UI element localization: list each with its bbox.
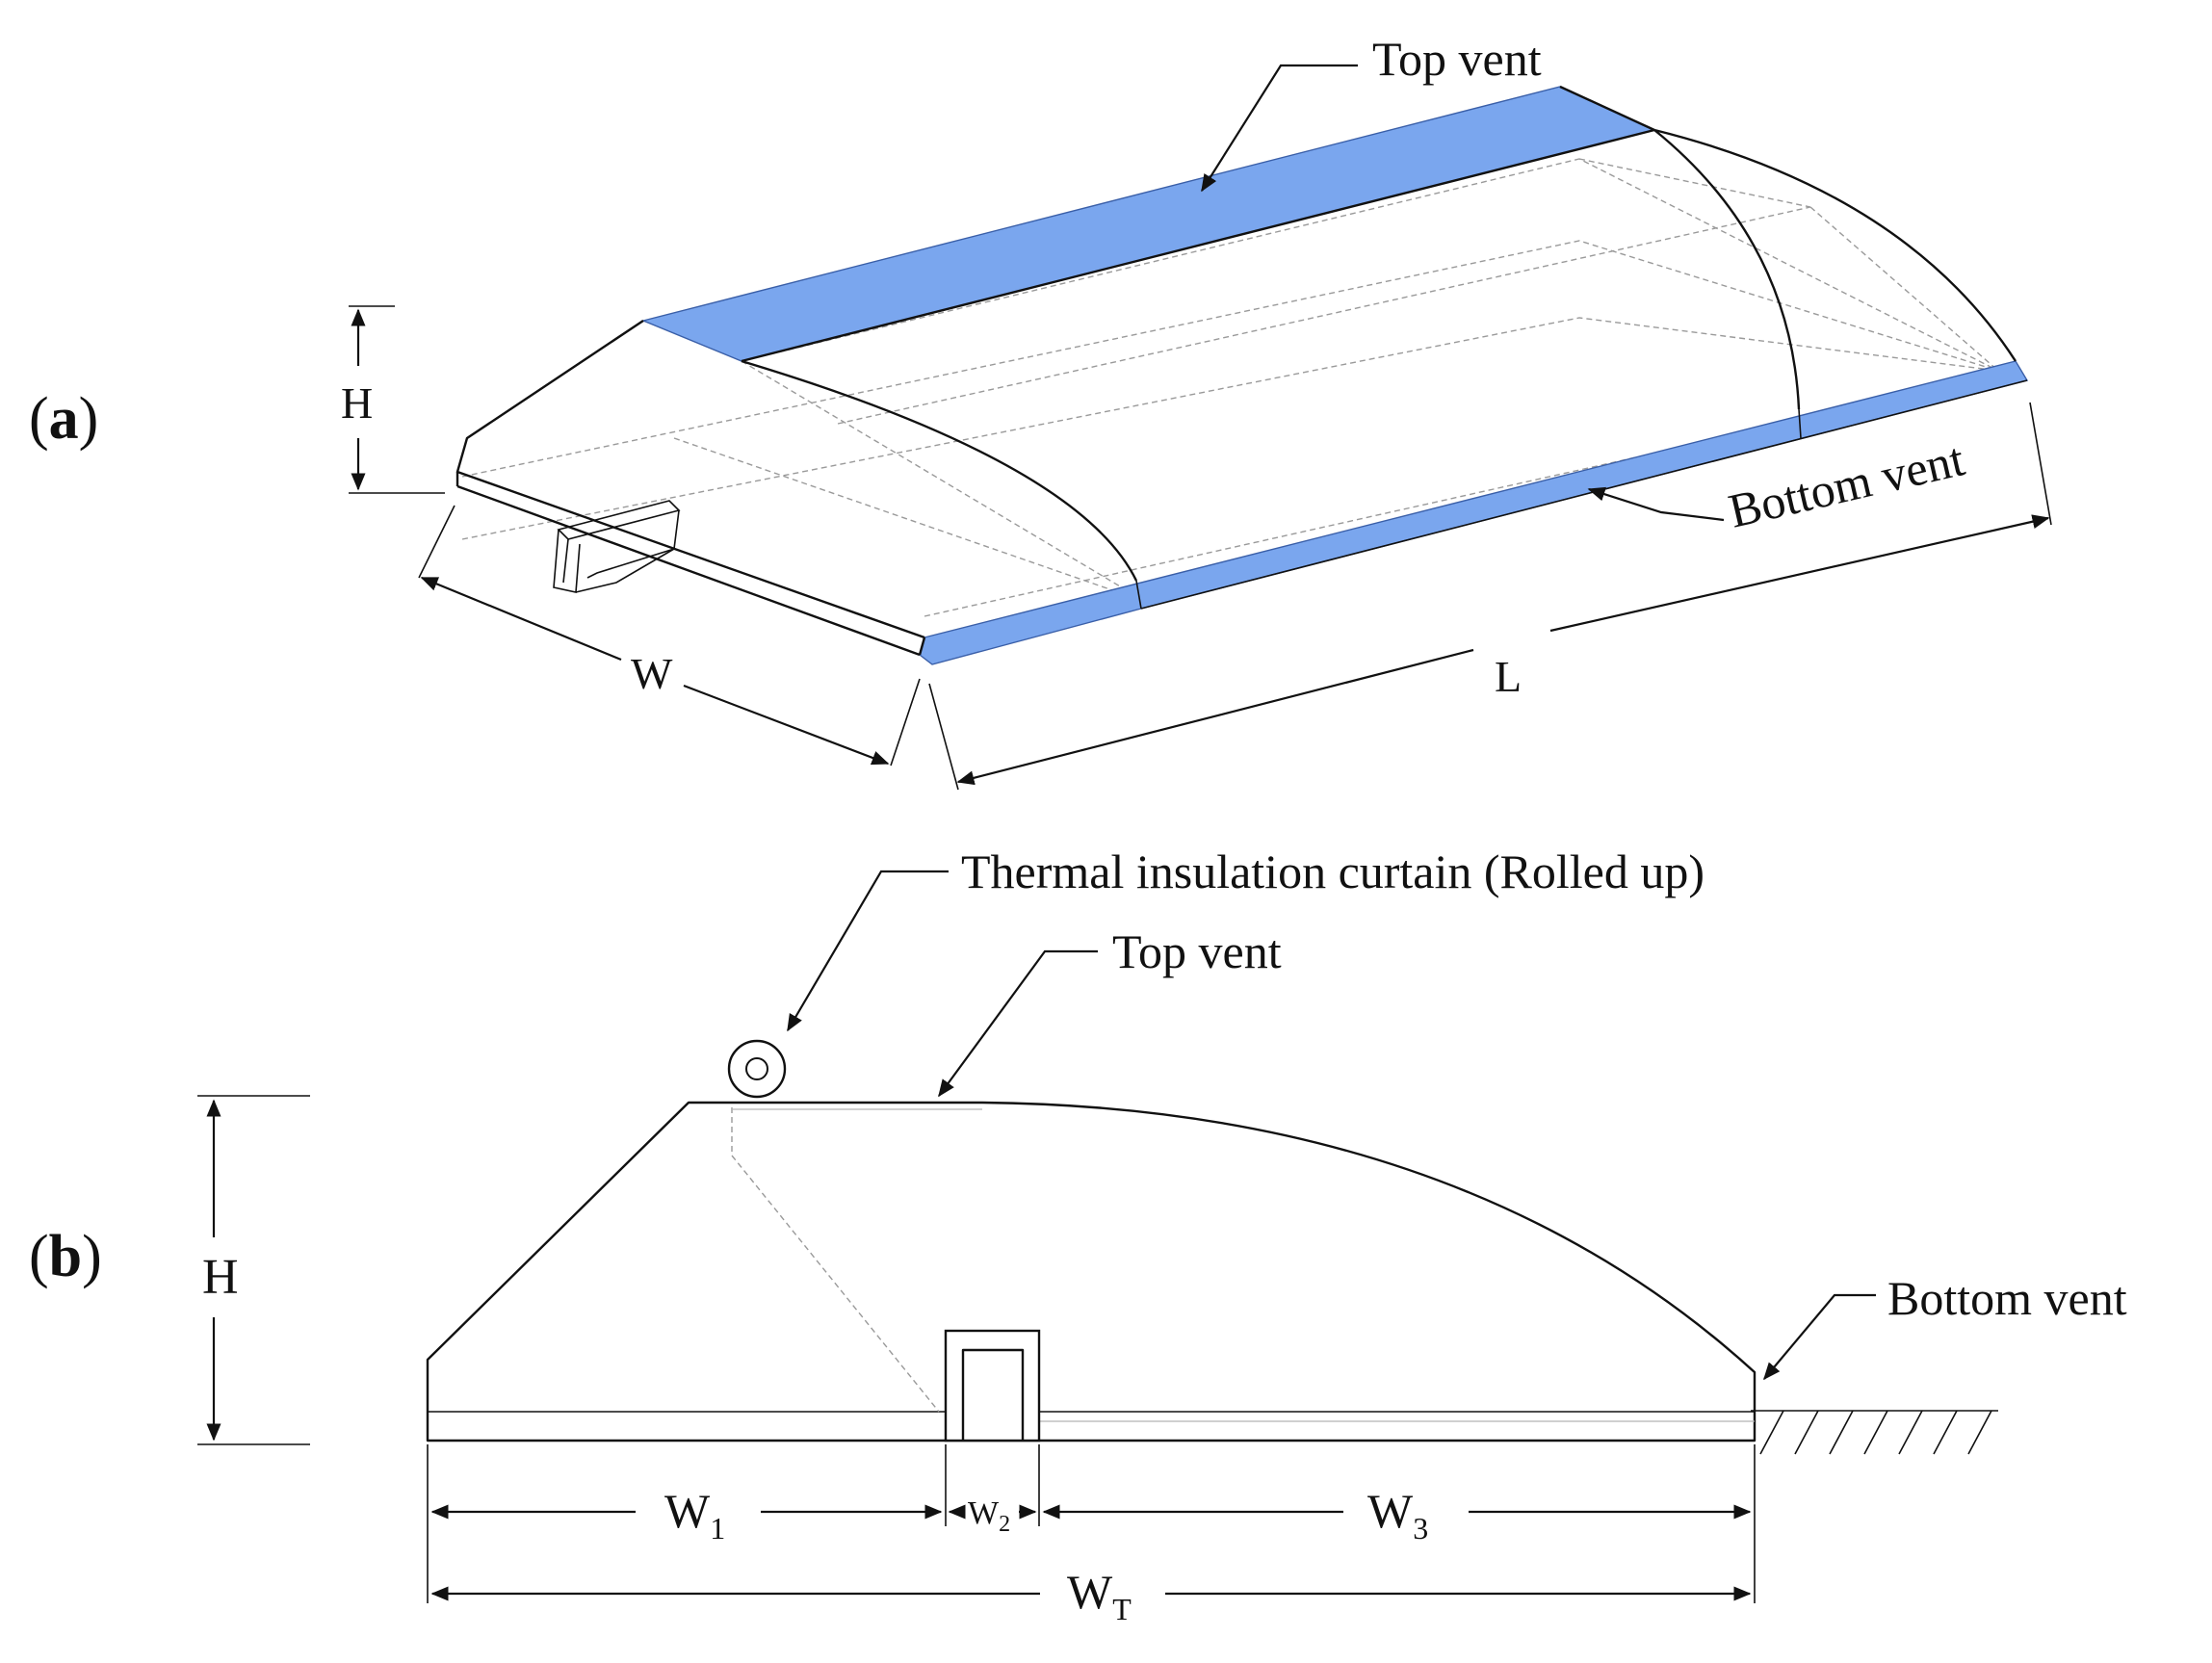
front-arch xyxy=(741,359,1138,582)
panel-b: (b) Thermal insulatio xyxy=(29,844,2127,1626)
interior-hidden-lines xyxy=(461,158,1999,617)
dim-wt: WT xyxy=(430,1565,1752,1626)
svg-text:H: H xyxy=(202,1250,239,1305)
front-gable xyxy=(455,320,925,639)
svg-text:W1: W1 xyxy=(664,1484,725,1546)
dim-width-a: W xyxy=(418,505,921,767)
dim-height-a: H xyxy=(341,305,445,494)
north-wall-hidden xyxy=(731,1107,940,1413)
panel-b-label: (b) xyxy=(29,1224,102,1289)
ground-hatch xyxy=(1751,1410,1998,1455)
top-vent-leader-b xyxy=(938,949,1098,1098)
svg-text:W3: W3 xyxy=(1367,1484,1428,1546)
svg-text:W2: W2 xyxy=(968,1495,1010,1537)
dim-w3: W3 xyxy=(1042,1484,1752,1546)
curtain-label: Thermal insulation curtain (Rolled up) xyxy=(961,844,1705,898)
dim-length-a: L xyxy=(928,402,2052,791)
door-section xyxy=(944,1329,1041,1442)
svg-text:W: W xyxy=(631,649,673,698)
bottom-vent-band xyxy=(919,360,2029,665)
svg-text:WT: WT xyxy=(1067,1565,1132,1626)
dim-w2: W2 xyxy=(948,1495,1037,1537)
back-arch xyxy=(1653,128,2017,362)
svg-text:H: H xyxy=(341,378,373,428)
panel-a-label: (a) xyxy=(29,386,98,452)
svg-text:L: L xyxy=(1495,652,1522,701)
section-profile xyxy=(426,1101,1757,1442)
top-vent-label-a: Top vent xyxy=(1372,32,1542,86)
bottom-vent-label-b: Bottom vent xyxy=(1887,1271,2127,1325)
mid-arch xyxy=(1653,129,1801,410)
curtain-leader xyxy=(787,870,949,1032)
bottom-vent-leader-a xyxy=(1587,486,1725,522)
dim-w1: W1 xyxy=(430,1484,943,1546)
width-extension-lines xyxy=(427,1444,1756,1603)
panel-a: (a) xyxy=(29,32,2052,791)
top-vent-band xyxy=(640,86,1657,362)
door-structure xyxy=(553,500,681,593)
top-vent-label-b: Top vent xyxy=(1112,924,1282,978)
top-vent-leader-a xyxy=(1201,64,1358,193)
rear-rafter xyxy=(1559,85,1655,132)
rolled-curtain-icon xyxy=(727,1039,787,1099)
dim-height-b: H xyxy=(197,1095,310,1445)
bottom-vent-leader-b xyxy=(1763,1293,1876,1381)
